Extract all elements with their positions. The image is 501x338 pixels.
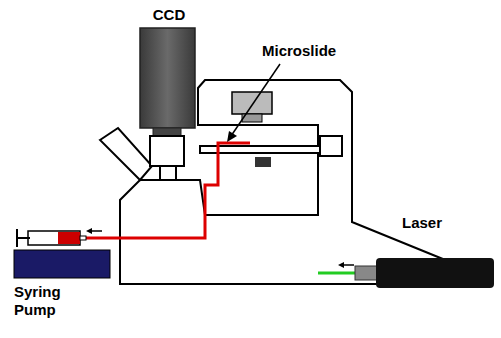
laser-nozzle xyxy=(355,266,377,280)
syringe-plunger xyxy=(17,237,30,239)
condenser xyxy=(255,157,271,167)
pump-box xyxy=(14,250,110,278)
beam-arrowhead xyxy=(338,262,344,268)
ccd-camera xyxy=(140,28,195,128)
camera-mount xyxy=(153,128,181,136)
leader-arrowhead xyxy=(227,131,237,142)
eyepiece xyxy=(100,128,152,180)
laser-label: Laser xyxy=(402,214,482,232)
laser-beam xyxy=(318,272,357,275)
syringe-fluid xyxy=(58,232,80,244)
plunger-handle xyxy=(16,229,18,247)
flow-arrowhead xyxy=(86,228,92,234)
camera-adapter xyxy=(150,136,184,166)
syringe-tip xyxy=(80,236,86,240)
pump-label: Syring Pump xyxy=(14,283,76,319)
red-tubing xyxy=(86,143,250,238)
syringe-barrel xyxy=(28,231,80,245)
leader-line xyxy=(231,64,280,136)
camera-neck xyxy=(160,166,176,180)
camera-label: CCD xyxy=(140,6,198,24)
objective-housing xyxy=(232,92,272,114)
microslide-label: Microslide xyxy=(262,42,372,60)
laser-body xyxy=(376,258,494,288)
stage-holder xyxy=(320,136,342,156)
